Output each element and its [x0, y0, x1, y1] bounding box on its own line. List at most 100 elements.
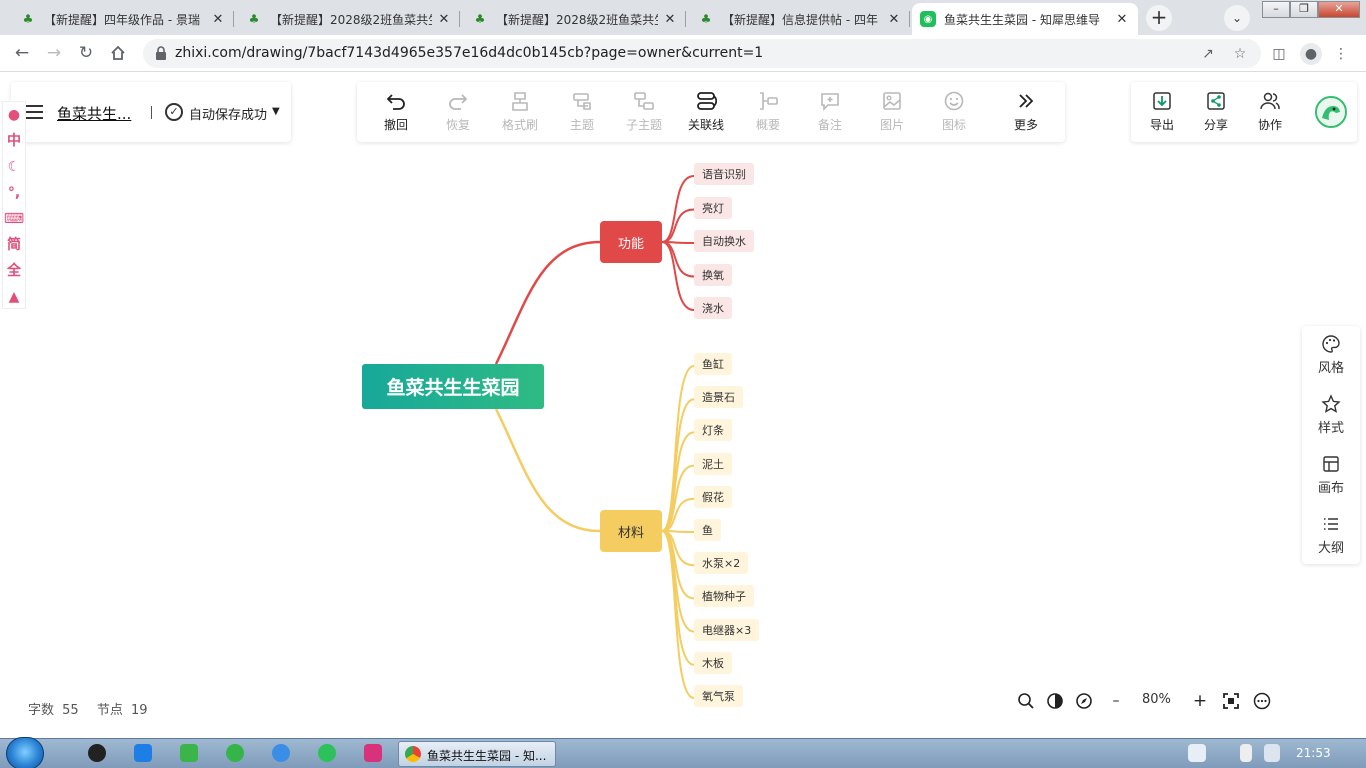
- toolbar-button-subtopic[interactable]: 子主题: [613, 90, 675, 136]
- battery-icon[interactable]: [1240, 744, 1252, 762]
- side-panel-icon[interactable]: ◫: [1272, 46, 1286, 62]
- qq-icon[interactable]: [88, 744, 106, 762]
- close-icon[interactable]: ✕: [888, 11, 900, 27]
- browser-tab[interactable]: ♣【新提醒】2028级2班鱼菜共生✕: [464, 3, 686, 35]
- address-bar[interactable]: zhixi.com/drawing/7bacf7143d4965e357e16d…: [143, 39, 1261, 68]
- leaf-topic[interactable]: 电继器×3: [694, 618, 760, 641]
- branch-topic[interactable]: 材料: [600, 510, 662, 552]
- leaf-topic[interactable]: 泥土: [694, 452, 732, 475]
- leaf-topic[interactable]: 语音识别: [694, 163, 754, 185]
- close-icon[interactable]: ✕: [438, 11, 450, 27]
- leaf-topic[interactable]: 鱼: [694, 519, 721, 541]
- sidebar-item-style-theme[interactable]: 风格: [1302, 334, 1360, 376]
- start-button[interactable]: [6, 737, 44, 768]
- fit-screen-icon[interactable]: [1219, 689, 1243, 713]
- leaf-topic[interactable]: 自动换水: [694, 230, 754, 252]
- ime-mode-fullwidth[interactable]: 全: [7, 263, 21, 279]
- locate-icon[interactable]: [1072, 689, 1096, 713]
- forward-button[interactable]: →: [46, 43, 62, 63]
- toolbar-button-undo[interactable]: 撤回: [365, 90, 427, 136]
- close-icon[interactable]: ✕: [212, 11, 224, 27]
- browser-tab[interactable]: ♣【新提醒】2028级2班鱼菜共生✕: [238, 3, 460, 35]
- leaf-topic[interactable]: 鱼缸: [694, 353, 732, 375]
- leaf-topic[interactable]: 浇水: [694, 297, 732, 319]
- reload-button[interactable]: ↻: [78, 43, 94, 63]
- search-icon[interactable]: [1014, 689, 1038, 713]
- ime-mode-simplified[interactable]: 简: [7, 237, 21, 253]
- collaborate-button[interactable]: 协作: [1239, 90, 1301, 136]
- theme-toggle-icon[interactable]: [1043, 689, 1067, 713]
- toolbar-button-topic[interactable]: 主题: [551, 90, 613, 136]
- redo-icon: [449, 94, 468, 110]
- avatar[interactable]: [1315, 96, 1347, 128]
- more-options-icon[interactable]: [1250, 689, 1274, 713]
- wechat-icon[interactable]: [318, 744, 336, 762]
- sidebar-item-canvas[interactable]: 画布: [1302, 454, 1360, 496]
- browser-menu-icon[interactable]: ⋮: [1334, 46, 1348, 62]
- format-brush-icon: [512, 92, 528, 111]
- leaf-topic[interactable]: 植物种子: [694, 585, 754, 608]
- browser-tab[interactable]: ◉鱼菜共生生菜园 - 知犀思维导✕: [912, 3, 1138, 35]
- restore-window-button[interactable]: ❐: [1290, 1, 1318, 18]
- toolbar-button-redo[interactable]: 恢复: [427, 90, 489, 136]
- leaf-topic[interactable]: 水泵×2: [694, 552, 749, 575]
- network-tray-icon[interactable]: [1188, 744, 1206, 762]
- leaf-topic[interactable]: 假花: [694, 485, 732, 508]
- toolbar-button-format-brush[interactable]: 格式刷: [489, 90, 551, 136]
- sidebar-item-node-style[interactable]: 样式: [1302, 394, 1360, 436]
- keyboard-icon[interactable]: ⌨: [3, 211, 25, 227]
- tab-title: 【新提醒】2028级2班鱼菜共生: [270, 12, 432, 27]
- toolbar-button-more[interactable]: 更多: [995, 90, 1057, 136]
- skin-icon[interactable]: ▲: [8, 289, 20, 305]
- home-button[interactable]: [106, 41, 130, 65]
- close-window-button[interactable]: ✕: [1318, 1, 1360, 18]
- signal-icon[interactable]: [1264, 744, 1280, 762]
- menu-icon[interactable]: [25, 105, 43, 119]
- root-topic[interactable]: 鱼菜共生生菜园: [362, 364, 544, 409]
- security-shield-icon[interactable]: [180, 744, 198, 762]
- send-app-icon[interactable]: [364, 744, 382, 762]
- export-button[interactable]: 导出: [1131, 90, 1193, 136]
- browser-tab[interactable]: ♣【新提醒】四年级作品 - 景瑞✕: [12, 3, 234, 35]
- bookmark-star-icon[interactable]: ☆: [1233, 46, 1247, 62]
- browser-tab-strip: ♣【新提醒】四年级作品 - 景瑞✕ ♣【新提醒】2028级2班鱼菜共生✕♣【新提醒…: [0, 0, 1366, 35]
- toolbar-button-emoji[interactable]: 图标: [923, 90, 985, 136]
- leaf-topic[interactable]: 灯条: [694, 419, 732, 442]
- toolbar-button-summary[interactable]: 概要: [737, 90, 799, 136]
- zoom-out-button[interactable]: –: [1112, 693, 1120, 709]
- photos-app-icon[interactable]: [134, 744, 152, 762]
- paw-icon[interactable]: ●: [7, 107, 21, 123]
- back-button[interactable]: ←: [14, 43, 30, 63]
- zoom-in-button[interactable]: +: [1192, 691, 1208, 711]
- toolbar-button-image[interactable]: 图片: [861, 90, 923, 136]
- cloud-app-icon[interactable]: [272, 744, 290, 762]
- taskbar-chrome-window[interactable]: 鱼菜共生生菜园 - 知...: [398, 741, 556, 767]
- share-button[interactable]: 分享: [1185, 90, 1247, 136]
- new-tab-button[interactable]: +: [1146, 5, 1172, 31]
- profile-icon[interactable]: ●: [1300, 43, 1322, 65]
- check-circle-icon: ✓: [165, 103, 183, 121]
- toolbar-button-relation-line[interactable]: 关联线: [675, 90, 737, 136]
- moon-icon[interactable]: ☾: [7, 159, 21, 175]
- browser-app-icon[interactable]: [226, 744, 244, 762]
- close-icon[interactable]: ✕: [664, 11, 676, 27]
- leaf-topic[interactable]: 木板: [694, 651, 732, 674]
- branch-topic[interactable]: 功能: [600, 221, 662, 263]
- ime-mode-chinese[interactable]: 中: [7, 133, 21, 149]
- leaf-topic[interactable]: 氧气泵: [694, 685, 743, 707]
- document-title[interactable]: 鱼菜共生...: [57, 105, 132, 123]
- share-page-icon[interactable]: ↗: [1202, 46, 1214, 62]
- tab-search-button[interactable]: ⌄: [1224, 5, 1250, 31]
- close-icon[interactable]: ✕: [1116, 11, 1128, 27]
- punctuation-icon[interactable]: °,: [7, 185, 21, 201]
- mindmap-canvas[interactable]: [0, 72, 1366, 738]
- leaf-topic[interactable]: 造景石: [694, 386, 743, 409]
- caret-down-icon[interactable]: ▼: [272, 106, 280, 117]
- leaf-topic[interactable]: 换氧: [694, 263, 732, 286]
- leaf-topic[interactable]: 亮灯: [694, 196, 732, 219]
- toolbar-button-note[interactable]: 备注: [799, 90, 861, 136]
- sidebar-item-outline[interactable]: 大纲: [1302, 514, 1360, 556]
- image-icon: [883, 92, 901, 110]
- minimize-window-button[interactable]: –: [1262, 1, 1290, 18]
- browser-tab[interactable]: ♣【新提醒】信息提供帖 - 四年✕: [690, 3, 910, 35]
